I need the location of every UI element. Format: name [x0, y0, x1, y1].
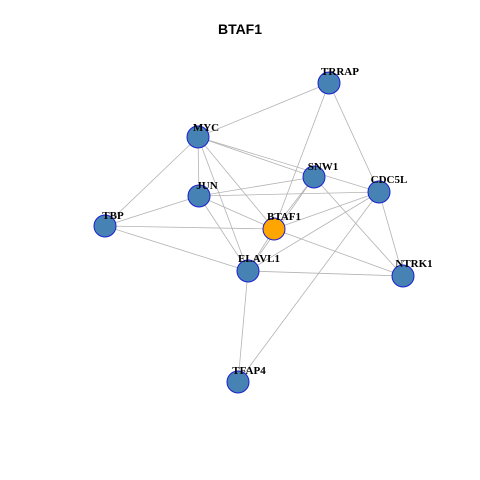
- node-btaf1[interactable]: [262, 217, 286, 241]
- edge-myc-btaf1: [197, 136, 275, 230]
- node-snw1[interactable]: [302, 165, 326, 189]
- node-label-tbp: TBP: [102, 210, 124, 222]
- edge-cdc5l-btaf1: [273, 191, 380, 230]
- node-cdc5l[interactable]: [367, 180, 391, 204]
- edge-cdc5l-ntrk1: [378, 191, 404, 277]
- edge-tbp-btaf1: [104, 225, 275, 230]
- edge-myc-cdc5l: [197, 136, 380, 193]
- edge-layer: [104, 82, 404, 383]
- edge-trrap-cdc5l: [328, 82, 380, 193]
- node-label-cdc5l: CDC5L: [371, 174, 408, 186]
- node-jun[interactable]: [187, 184, 211, 208]
- node-label-btaf1: BTAF1: [267, 211, 301, 223]
- edge-trrap-btaf1: [273, 82, 330, 230]
- edge-myc-elavl1: [197, 136, 249, 272]
- node-label-snw1: SNW1: [308, 161, 339, 173]
- node-layer: [93, 71, 415, 394]
- edge-cdc5l-jun: [198, 191, 380, 197]
- node-label-jun: JUN: [196, 180, 217, 192]
- edge-trrap-myc: [197, 82, 330, 138]
- node-trrap[interactable]: [317, 71, 341, 95]
- edge-jun-btaf1: [198, 195, 275, 230]
- node-tbp[interactable]: [93, 214, 117, 238]
- node-label-trrap: TRRAP: [321, 66, 359, 78]
- node-ntrk1[interactable]: [391, 264, 415, 288]
- node-tfap4[interactable]: [226, 370, 250, 394]
- edge-jun-elavl1: [198, 195, 249, 272]
- edge-tbp-elavl1: [104, 225, 249, 272]
- edge-btaf1-ntrk1: [273, 228, 404, 277]
- edge-elavl1-tfap4: [237, 270, 249, 383]
- node-myc[interactable]: [186, 125, 210, 149]
- node-label-elavl1: ELAVL1: [238, 253, 280, 265]
- edge-cdc5l-tfap4: [237, 191, 380, 383]
- edge-myc-tbp: [104, 136, 199, 227]
- node-label-ntrk1: NTRK1: [395, 258, 432, 270]
- edge-elavl1-ntrk1: [247, 270, 404, 277]
- edge-myc-snw1: [197, 136, 315, 178]
- node-elavl1[interactable]: [236, 259, 260, 283]
- graph-title: BTAF1: [217, 21, 263, 37]
- edge-jun-tbp: [104, 195, 200, 227]
- node-label-tfap4: TFAP4: [232, 365, 266, 377]
- edge-cdc5l-elavl1: [247, 191, 380, 272]
- node-label-myc: MYC: [193, 122, 219, 134]
- edge-snw1-jun: [198, 176, 315, 197]
